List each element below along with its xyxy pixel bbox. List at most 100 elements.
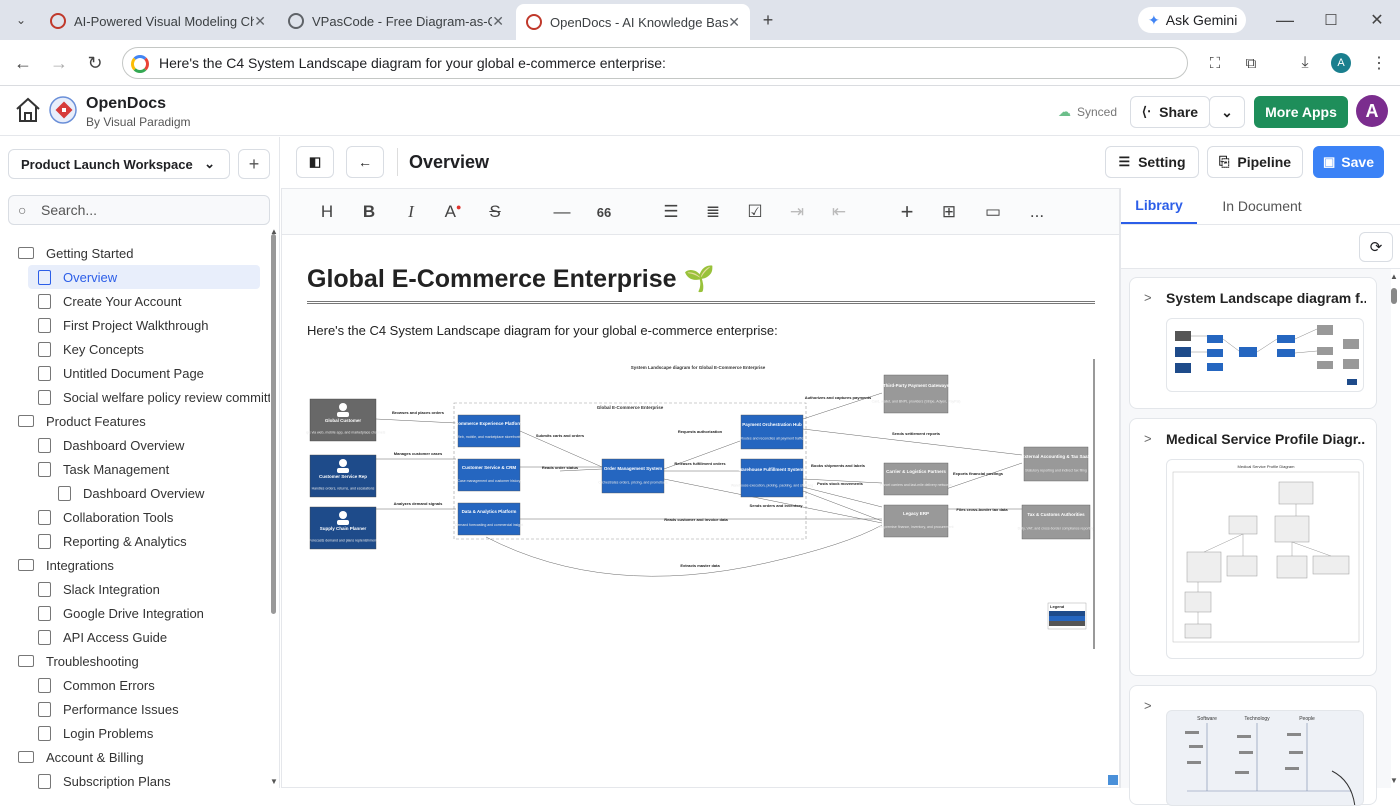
- sidebar-page[interactable]: API Access Guide: [0, 625, 270, 649]
- toggle-sidebar-button[interactable]: ◧: [296, 146, 334, 178]
- c4-landscape-diagram[interactable]: System Landscape diagram for Global E-Co…: [306, 359, 1101, 659]
- sidebar-folder[interactable]: Product Features: [0, 409, 270, 433]
- sidebar-item-label: Getting Started: [46, 245, 134, 261]
- node-description: Web, mobile, and marketplace storefronts: [457, 435, 522, 439]
- resize-handle[interactable]: [1108, 775, 1118, 785]
- sidebar-item-label: API Access Guide: [63, 629, 168, 645]
- node-title: Global Customer: [325, 418, 362, 423]
- embed-icon[interactable]: ▭: [984, 202, 1002, 221]
- library-card[interactable]: > Medical Service Profile Diagr... Medic…: [1129, 418, 1377, 676]
- sidebar-page[interactable]: Task Management: [0, 457, 270, 481]
- profile-avatar[interactable]: A: [1331, 53, 1351, 73]
- browser-tab-3[interactable]: OpenDocs - AI Knowledge Base ✕: [516, 4, 750, 40]
- forward-icon[interactable]: →: [50, 52, 68, 73]
- insert-button[interactable]: +: [900, 199, 914, 224]
- sidebar-page[interactable]: Dashboard Overview: [0, 481, 270, 505]
- sidebar-folder[interactable]: Account & Billing: [0, 745, 270, 769]
- tab-search-icon[interactable]: ⌄: [15, 13, 27, 27]
- omnibox[interactable]: Here's the C4 System Landscape diagram f…: [122, 47, 1188, 79]
- back-icon[interactable]: ←: [14, 52, 32, 73]
- sidebar-page[interactable]: First Project Walkthrough: [0, 313, 270, 337]
- setting-label: Setting: [1138, 154, 1186, 170]
- sidebar-page[interactable]: Dashboard Overview: [0, 433, 270, 457]
- reload-icon[interactable]: ↻: [87, 52, 103, 73]
- sidebar-folder[interactable]: Troubleshooting: [0, 649, 270, 673]
- indent-icon[interactable]: ⇥: [789, 202, 805, 221]
- checkbox-icon[interactable]: ☑: [747, 202, 763, 221]
- pipeline-button[interactable]: ⎘ Pipeline: [1207, 146, 1303, 178]
- bold-button[interactable]: B: [362, 202, 376, 221]
- tab-library[interactable]: Library: [1121, 188, 1197, 224]
- scroll-down-icon[interactable]: ▼: [1390, 776, 1398, 785]
- user-avatar[interactable]: A: [1356, 95, 1388, 127]
- sidebar-page[interactable]: Login Problems: [0, 721, 270, 745]
- relationship-line: [663, 478, 883, 524]
- bulleted-list-icon[interactable]: ☰: [663, 202, 679, 221]
- tab-in-document[interactable]: In Document: [1222, 198, 1302, 214]
- sidebar-item-label: Task Management: [63, 461, 170, 477]
- scroll-down-icon[interactable]: ▼: [270, 777, 278, 786]
- document-content[interactable]: Global E-Commerce Enterprise 🌱 Here's th…: [282, 235, 1119, 787]
- sidebar-folder[interactable]: Getting Started: [0, 241, 270, 265]
- library-card[interactable]: > System Landscape diagram f...: [1129, 277, 1377, 409]
- table-icon[interactable]: ⊞: [941, 202, 957, 221]
- share-dropdown-button[interactable]: ⌄: [1209, 96, 1245, 128]
- browser-menu-icon[interactable]: ⋮: [1371, 55, 1387, 72]
- extensions-icon[interactable]: ⧉: [1245, 54, 1257, 72]
- quote-button[interactable]: 66: [596, 204, 612, 220]
- save-button[interactable]: ▣ Save: [1313, 146, 1384, 178]
- sidebar-page[interactable]: Key Concepts: [0, 337, 270, 361]
- close-tab-icon[interactable]: ✕: [728, 13, 740, 30]
- close-tab-icon[interactable]: ✕: [254, 12, 266, 29]
- sidebar-page[interactable]: Performance Issues: [0, 697, 270, 721]
- add-page-button[interactable]: +: [238, 149, 270, 179]
- sidebar-page[interactable]: Social welfare policy review committee: [0, 385, 270, 409]
- browser-tab-2[interactable]: VPasCode - Free Diagram-as-Co ✕: [278, 6, 514, 36]
- tab-title: VPasCode - Free Diagram-as-Co: [312, 13, 493, 29]
- sidebar-page[interactable]: Untitled Document Page: [0, 361, 270, 385]
- sidebar-page[interactable]: Subscription Plans: [0, 769, 270, 793]
- numbered-list-icon[interactable]: ≣: [705, 202, 721, 221]
- panel-scrollbar[interactable]: [1391, 288, 1397, 304]
- sidebar-scrollbar[interactable]: [271, 234, 276, 614]
- sidebar-page[interactable]: Reporting & Analytics: [0, 529, 270, 553]
- sidebar-folder[interactable]: Integrations: [0, 553, 270, 577]
- intro-paragraph: Here's the C4 System Landscape diagram f…: [307, 323, 778, 338]
- heading-button[interactable]: H: [320, 202, 334, 221]
- search-input[interactable]: ○ Search...: [8, 195, 270, 225]
- download-icon[interactable]: ⤓: [1301, 54, 1309, 71]
- sidebar-page[interactable]: Collaboration Tools: [0, 505, 270, 529]
- close-tab-icon[interactable]: ✕: [492, 12, 504, 29]
- back-button[interactable]: ←: [346, 146, 384, 178]
- sidebar-page[interactable]: Overview: [28, 265, 260, 289]
- screenshot-icon[interactable]: ⛶: [1209, 54, 1221, 72]
- new-tab-icon[interactable]: +: [762, 9, 774, 30]
- node-description: Handles orders, returns, and escalations: [312, 486, 375, 490]
- text-color-button[interactable]: A●: [444, 202, 462, 221]
- divider-button[interactable]: —: [553, 202, 571, 221]
- scroll-up-icon[interactable]: ▲: [1390, 272, 1398, 281]
- share-button[interactable]: ⟨⋅ Share: [1130, 96, 1210, 128]
- scroll-up-icon[interactable]: ▲: [270, 227, 278, 236]
- browser-tab-1[interactable]: AI-Powered Visual Modeling Ch ✕: [40, 6, 276, 36]
- strikethrough-button[interactable]: S: [489, 202, 501, 221]
- outdent-icon[interactable]: ⇤: [831, 202, 847, 221]
- refresh-button[interactable]: ⟳: [1359, 232, 1393, 262]
- close-window-icon[interactable]: ✕: [1370, 12, 1384, 29]
- home-icon[interactable]: [14, 96, 42, 124]
- relationship-line: [559, 468, 603, 472]
- maximize-icon[interactable]: ☐: [1324, 12, 1338, 29]
- sidebar-page[interactable]: Common Errors: [0, 673, 270, 697]
- sidebar-page[interactable]: Create Your Account: [0, 289, 270, 313]
- ask-gemini-button[interactable]: ✦ Ask Gemini: [1138, 7, 1246, 33]
- setting-button[interactable]: ☰ Setting: [1105, 146, 1199, 178]
- library-card[interactable]: > Software Technology People: [1129, 685, 1377, 806]
- sidebar-page[interactable]: Slack Integration: [0, 577, 270, 601]
- node-description: Duty, VAT, and cross-border compliance r…: [1018, 526, 1095, 530]
- more-apps-button[interactable]: More Apps: [1254, 96, 1348, 128]
- sidebar-page[interactable]: Google Drive Integration: [0, 601, 270, 625]
- minimize-icon[interactable]: —: [1276, 9, 1294, 30]
- italic-button[interactable]: I: [408, 202, 414, 221]
- more-options-button[interactable]: ...: [1029, 202, 1045, 221]
- workspace-selector[interactable]: Product Launch Workspace ⌄: [8, 149, 230, 179]
